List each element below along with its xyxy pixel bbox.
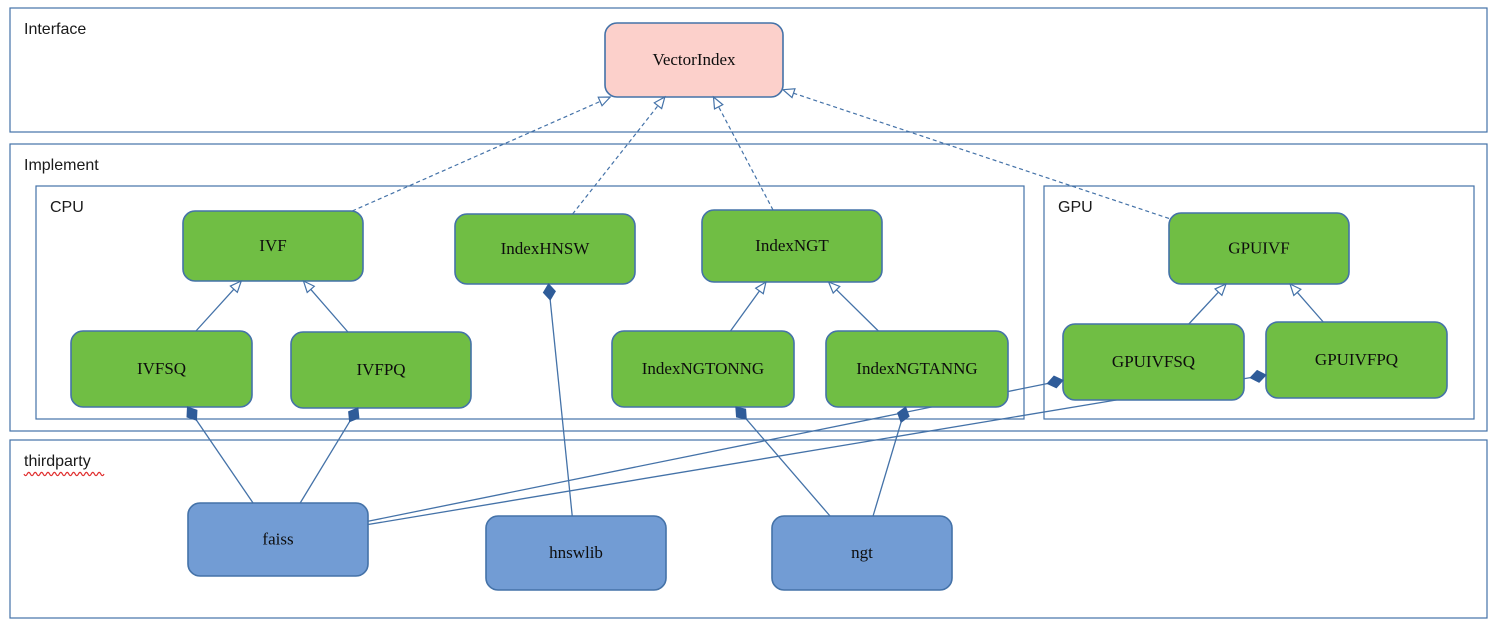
node-box-indexngtonng[interactable] (611, 330, 795, 408)
node-label-gpuivf: GPUIVF (1228, 238, 1289, 257)
edge-faiss-to-gpuivfpq (367, 376, 1252, 526)
node-indexngt[interactable]: IndexNGT (701, 209, 883, 283)
edge-indexhnsw-to-vectorindex (572, 105, 659, 215)
edge-ngt-to-indexngtanng (872, 421, 902, 517)
node-label-hnswlib: hnswlib (549, 543, 603, 562)
arrowhead-hollow-triangle-8 (1213, 282, 1228, 297)
node-box-ivfsq[interactable] (70, 330, 253, 408)
edge-gpuivfpq-to-gpuivf (1296, 291, 1324, 323)
node-box-ivfpq[interactable] (290, 331, 472, 409)
node-label-faiss: faiss (262, 529, 293, 548)
edge-faiss-to-ivfsq (195, 419, 254, 504)
edge-indexngt-to-vectorindex (718, 106, 774, 211)
edge-indexngtonng-to-indexngt (729, 290, 761, 332)
node-faiss[interactable]: faiss (187, 502, 369, 577)
arrowhead-hollow-triangle-0 (597, 96, 612, 107)
node-label-ivfpq: IVFPQ (356, 360, 405, 379)
arrowhead-hollow-triangle-2 (712, 95, 724, 110)
node-label-indexngt: IndexNGT (755, 236, 829, 255)
node-box-faiss[interactable] (187, 502, 369, 577)
edge-indexngtanng-to-indexngt (835, 289, 879, 332)
arrowhead-filled-diamond-13 (1249, 369, 1267, 383)
arrowhead-filled-diamond-16 (897, 406, 910, 424)
arrowhead-hollow-triangle-1 (653, 95, 666, 110)
edge-gpuivfsq-to-gpuivf (1188, 291, 1219, 325)
arrowhead-hollow-triangle-5 (302, 279, 316, 294)
node-box-gpuivfsq[interactable] (1062, 323, 1245, 401)
arrowhead-hollow-triangle-6 (754, 280, 767, 295)
node-label-indexhnsw: IndexHNSW (501, 239, 591, 258)
node-box-gpuivf[interactable] (1168, 212, 1350, 285)
node-label-indexngtonng: IndexNGTONNG (642, 359, 764, 378)
edge-gpuivf-to-vectorindex (793, 92, 1170, 220)
edge-ngt-to-indexngtonng (745, 417, 831, 517)
spellcheck-squiggle (23, 471, 105, 477)
node-indexngtanng[interactable]: IndexNGTANNG (825, 330, 1009, 408)
node-gpuivfsq[interactable]: GPUIVFSQ (1062, 323, 1245, 401)
edge-faiss-to-ivfpq (299, 420, 351, 504)
group-label-gpu: GPU (1058, 199, 1093, 216)
node-ivf[interactable]: IVF (182, 210, 364, 282)
node-gpuivfpq[interactable]: GPUIVFPQ (1265, 321, 1448, 399)
node-ivfpq[interactable]: IVFPQ (290, 331, 472, 409)
node-ivfsq[interactable]: IVFSQ (70, 330, 253, 408)
node-box-indexngt[interactable] (701, 209, 883, 283)
node-box-indexhnsw[interactable] (454, 213, 636, 285)
arrowhead-hollow-triangle-9 (1289, 282, 1302, 297)
node-box-hnswlib[interactable] (485, 515, 667, 591)
arrowhead-hollow-triangle-4 (229, 279, 243, 294)
node-label-vectorindex: VectorIndex (652, 50, 736, 69)
group-label-interface: Interface (24, 21, 86, 38)
node-vectorindex[interactable]: VectorIndex (604, 22, 784, 98)
arrowhead-filled-diamond-15 (735, 406, 747, 420)
edge-hnswlib-to-indexhnsw (549, 298, 573, 517)
node-box-ivf[interactable] (182, 210, 364, 282)
arrowhead-hollow-triangle-7 (827, 280, 841, 295)
node-label-ivf: IVF (259, 236, 286, 255)
node-label-gpuivfpq: GPUIVFPQ (1315, 350, 1398, 369)
edge-ivfsq-to-ivf (195, 288, 235, 332)
node-indexngtonng[interactable]: IndexNGTONNG (611, 330, 795, 408)
arrowhead-filled-diamond-14 (542, 283, 556, 301)
node-box-gpuivfpq[interactable] (1265, 321, 1448, 399)
node-box-vectorindex[interactable] (604, 22, 784, 98)
node-box-ngt[interactable] (771, 515, 953, 591)
arrowhead-hollow-triangle-3 (781, 88, 796, 99)
group-label-cpu: CPU (50, 199, 84, 216)
edge-connectors (195, 92, 1324, 526)
group-label-implement: Implement (24, 157, 99, 174)
node-label-indexngtanng: IndexNGTANNG (856, 359, 977, 378)
node-hnswlib[interactable]: hnswlib (485, 515, 667, 591)
node-label-ngt: ngt (851, 543, 873, 562)
group-label-thirdparty: thirdparty (24, 453, 91, 470)
node-ngt[interactable]: ngt (771, 515, 953, 591)
edge-ivfpq-to-ivf (310, 288, 349, 333)
spellcheck-underline (23, 471, 105, 477)
node-indexhnsw[interactable]: IndexHNSW (454, 213, 636, 285)
node-label-ivfsq: IVFSQ (137, 359, 186, 378)
node-box-indexngtanng[interactable] (825, 330, 1009, 408)
edge-arrowheads (186, 88, 1302, 424)
arrowhead-filled-diamond-11 (348, 407, 360, 423)
arrowhead-filled-diamond-10 (186, 406, 198, 421)
node-gpuivf[interactable]: GPUIVF (1168, 212, 1350, 285)
arrowhead-filled-diamond-12 (1046, 375, 1064, 389)
edge-ivf-to-vectorindex (351, 100, 601, 212)
node-label-gpuivfsq: GPUIVFSQ (1112, 352, 1195, 371)
